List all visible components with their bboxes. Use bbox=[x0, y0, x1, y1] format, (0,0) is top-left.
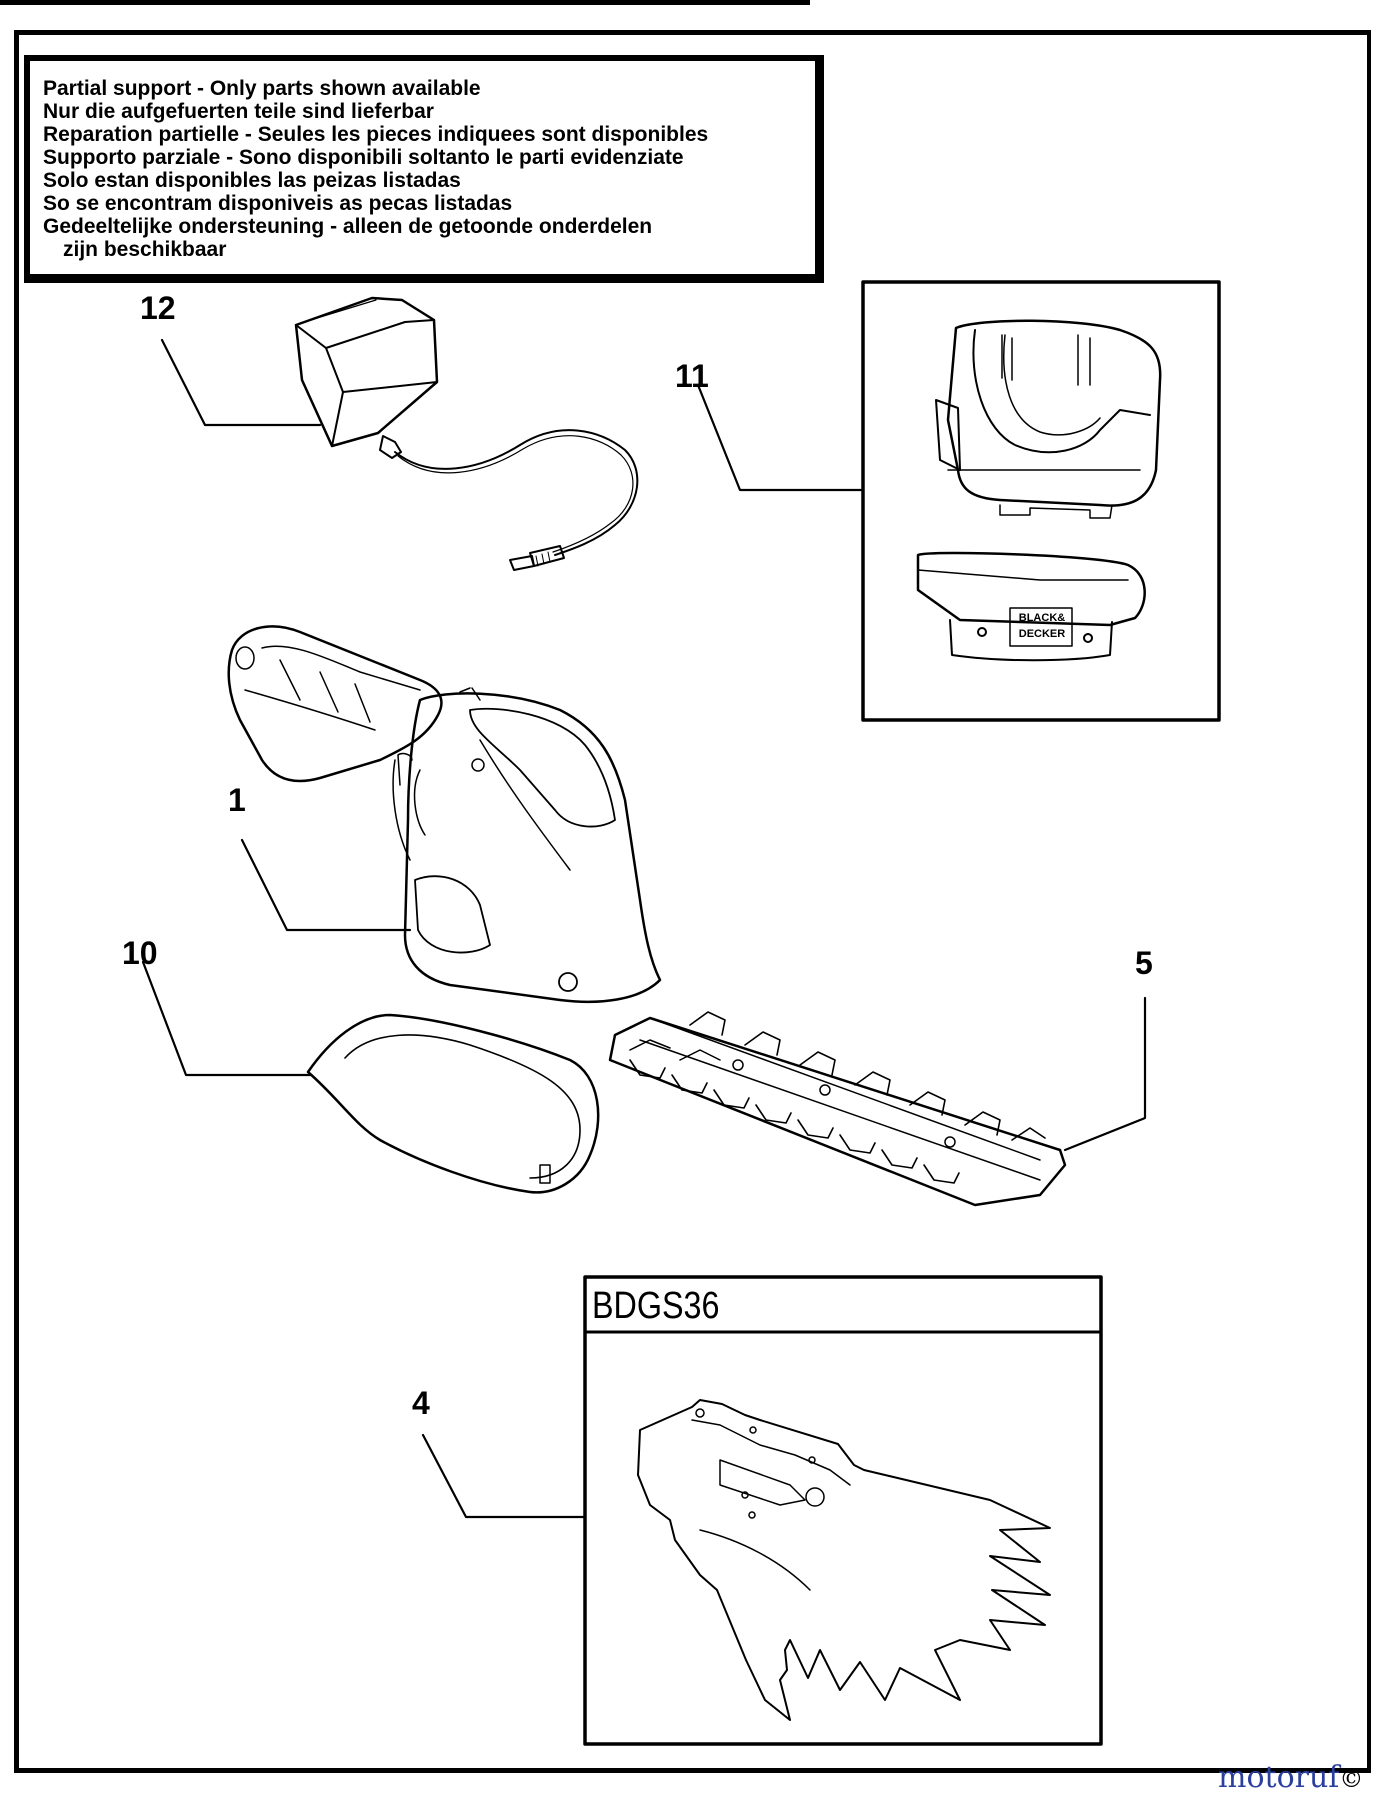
notice-line-es: Solo estan disponibles las peizas listad… bbox=[43, 169, 461, 192]
copyright-icon: © bbox=[1339, 1765, 1364, 1793]
top-rule bbox=[0, 0, 810, 5]
notice-line-en: Partial support - Only parts shown avail… bbox=[43, 77, 481, 100]
battery-brand-line1: BLACK& bbox=[1018, 612, 1066, 624]
footer-brand-text: motoruf bbox=[1218, 1760, 1340, 1795]
page-frame bbox=[14, 30, 1371, 1773]
battery-brand-label: BLACK& DECKER bbox=[1012, 610, 1072, 646]
leader-11 bbox=[696, 383, 865, 492]
notice-line-nl-cont: zijn beschikbaar bbox=[63, 238, 227, 261]
notice-line-pt: So se encontram disponiveis as pecas lis… bbox=[43, 192, 513, 215]
hedge-blade-drawing[interactable] bbox=[608, 1011, 1067, 1207]
notice-line-fr: Reparation partielle - Seules les pieces… bbox=[43, 123, 709, 146]
charger-drawing[interactable] bbox=[294, 296, 639, 571]
callout-12: 12 bbox=[140, 290, 176, 326]
blade-guard-drawing[interactable] bbox=[306, 1013, 600, 1194]
footer-brand[interactable]: motoruf© bbox=[1218, 1760, 1363, 1795]
callout-5: 5 bbox=[1135, 945, 1153, 981]
callout-4: 4 bbox=[412, 1385, 430, 1421]
model-box-title: BDGS36 bbox=[592, 1285, 720, 1327]
callout-11: 11 bbox=[675, 358, 709, 394]
model-detail-box bbox=[583, 1275, 1103, 1746]
shear-blade-drawing[interactable] bbox=[637, 1399, 1051, 1721]
notice-line-nl: Gedeeltelijke ondersteuning - alleen de … bbox=[43, 215, 653, 238]
availability-notice: Partial support - Only parts shown avail… bbox=[24, 55, 824, 283]
leader-10 bbox=[141, 960, 312, 1077]
battery-brand-line2: DECKER bbox=[1018, 628, 1066, 640]
leader-4 bbox=[421, 1433, 587, 1519]
callout-leaders bbox=[141, 338, 1147, 1519]
battery-drawing[interactable] bbox=[916, 319, 1162, 662]
leader-1 bbox=[240, 838, 412, 932]
shear-body-drawing[interactable] bbox=[227, 625, 662, 1004]
battery-detail-box bbox=[861, 280, 1221, 722]
leader-5 bbox=[1063, 996, 1147, 1152]
notice-line-it: Supporto parziale - Sono disponibili sol… bbox=[43, 146, 684, 169]
notice-line-de: Nur die aufgefuerten teile sind lieferba… bbox=[43, 100, 434, 123]
callout-10: 10 bbox=[122, 935, 158, 971]
leader-12 bbox=[160, 338, 322, 427]
callout-1: 1 bbox=[228, 782, 246, 818]
